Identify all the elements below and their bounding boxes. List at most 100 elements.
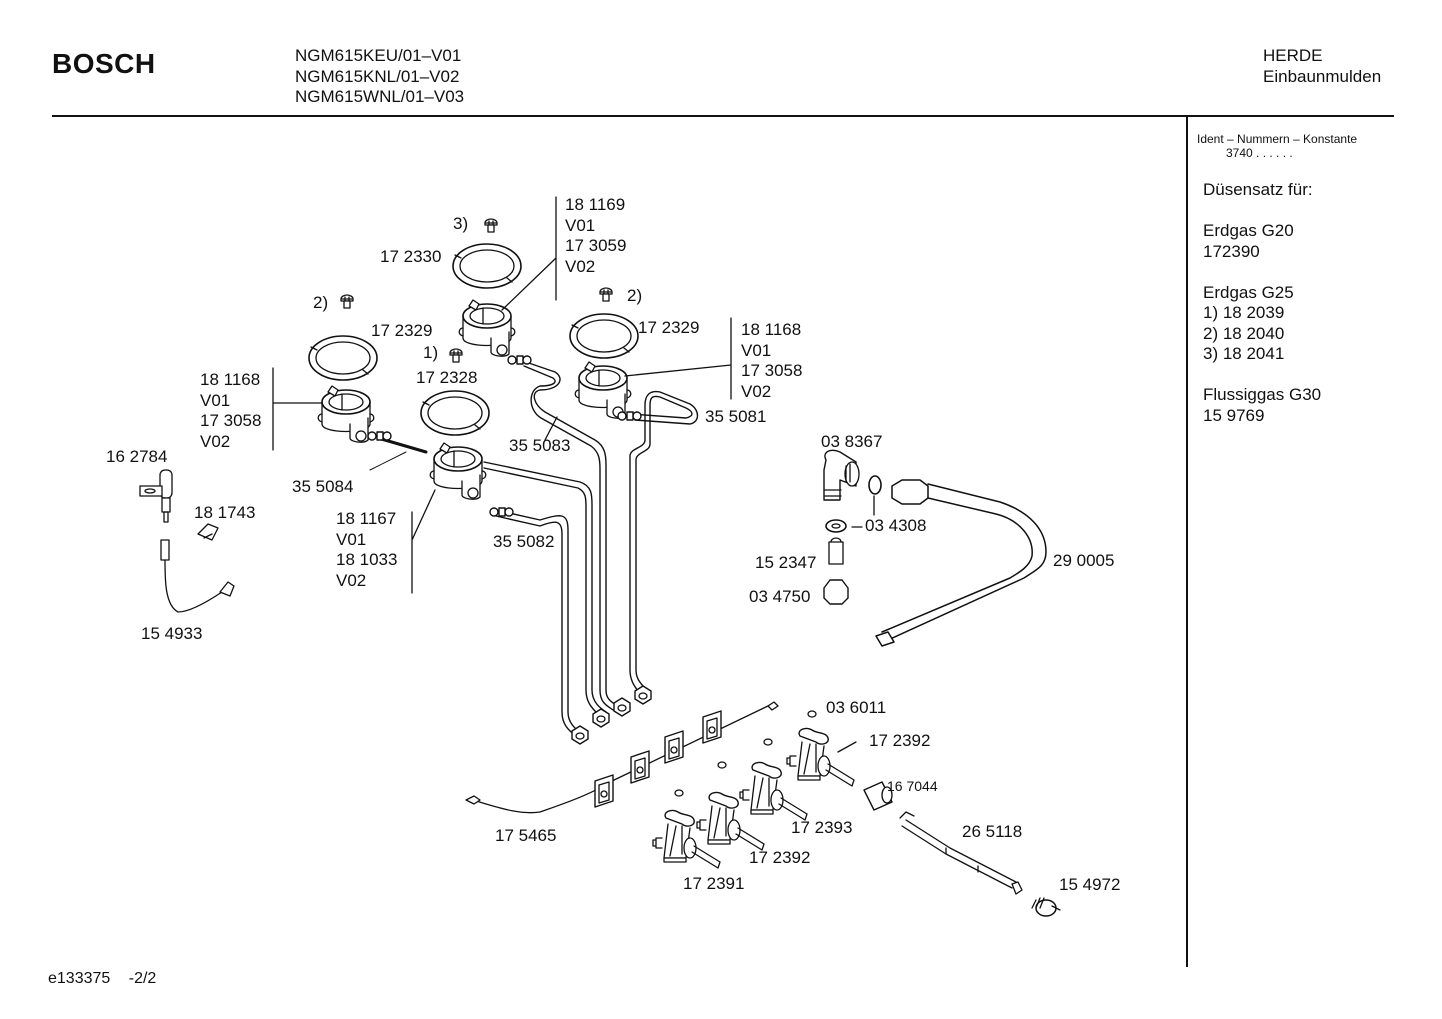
part-number: 17 2329	[371, 321, 433, 340]
part-number: 03 4308	[865, 516, 927, 535]
part-number: 18 1168	[741, 320, 802, 339]
gas-group-line: 2) 18 2040	[1203, 323, 1285, 343]
part-number: 17 2391	[683, 874, 745, 893]
part-number-group: 18 1167 V01 18 1033 V02	[336, 509, 397, 591]
washer-small-icon	[808, 711, 816, 717]
part-variant: V02	[565, 256, 596, 276]
switch-rod-icon	[900, 812, 1022, 894]
burner-body-right	[574, 361, 632, 419]
part-number: 18 1743	[194, 503, 256, 522]
bracket-icon	[664, 730, 684, 764]
part-number: 17 2392	[869, 731, 931, 750]
part-number: 35 5081	[705, 407, 767, 426]
nozzle-screw-1-icon	[449, 348, 463, 363]
part-number: 16 7044	[887, 778, 938, 794]
part-number: 17 3058	[200, 411, 262, 430]
ident-title: Ident – Nummern – Konstante	[1197, 132, 1358, 146]
part-number: 17 3058	[741, 361, 803, 380]
part-number: 35 5084	[292, 477, 354, 496]
gas-group-g30: Flussiggas G30 15 9769	[1203, 385, 1321, 426]
gas-group-g25: Erdgas G25 1) 18 2039 2) 18 2040 3) 18 2…	[1203, 283, 1321, 365]
part-number: 03 4750	[749, 587, 811, 606]
washer-small-icon	[718, 762, 726, 768]
bracket-icon	[702, 710, 722, 744]
part-number: 26 5118	[962, 822, 1023, 841]
model-number: NGM615KEU/01–V01	[295, 46, 462, 65]
ignition-electrode-icon	[140, 470, 172, 522]
ignition-cable-icon	[161, 540, 234, 612]
part-ref-1: 1)	[423, 343, 439, 362]
pipe-nut-icon	[571, 725, 589, 745]
part-number: 17 2328	[416, 368, 478, 387]
category-line: Einbaunmulden	[1263, 66, 1382, 86]
leader-center-burner	[412, 490, 435, 593]
washer-hole	[832, 524, 840, 528]
wire-terminal-icon	[466, 796, 480, 804]
page-indicator: -2/2	[128, 970, 157, 987]
brand-logo: BOSCH	[52, 48, 156, 79]
burner-body-top	[458, 299, 516, 357]
nozzle-heading: Düsensatz für:	[1203, 180, 1313, 199]
part-variant: V01	[336, 529, 367, 549]
part-ref-3: 3)	[453, 214, 469, 233]
part-number: 15 4972	[1059, 875, 1121, 894]
nozzle-screw-3-icon	[484, 218, 498, 233]
ident-constants: Ident – Nummern – Konstante 3740 . . . .…	[1197, 132, 1357, 160]
elbow-fitting-icon	[824, 450, 859, 500]
part-number-group: 18 1168 V01 17 3058 V02	[200, 370, 261, 452]
sidebar-divider	[1186, 117, 1188, 967]
model-number: NGM615KNL/01–V02	[295, 66, 460, 86]
burner-ring-center	[420, 390, 490, 436]
gas-group-line: 172390	[1203, 241, 1260, 261]
part-number: 03 8367	[821, 432, 883, 451]
part-number: 17 2393	[791, 818, 853, 837]
pipe-nut-icon	[613, 697, 631, 717]
bracket-icon	[630, 750, 650, 784]
part-number: 18 1167	[336, 509, 397, 528]
burner-ring-top	[452, 243, 522, 289]
bracket-icon	[594, 774, 614, 808]
part-number: 15 4933	[141, 624, 203, 643]
wire-terminal-icon	[768, 702, 778, 710]
ident-value: 3740 . . . . . .	[1226, 146, 1293, 160]
burner-ring-right	[569, 313, 639, 359]
gas-group-line: 15 9769	[1203, 405, 1265, 425]
leader-top-burner	[502, 197, 556, 310]
part-number: 35 5082	[493, 532, 555, 551]
leader-pipe-355083	[545, 417, 557, 440]
ignition-switch-icon	[1032, 898, 1060, 916]
part-variant: V01	[565, 215, 596, 235]
part-number: 18 1033	[336, 550, 398, 569]
part-variant: V02	[741, 381, 772, 401]
part-variant: V02	[200, 431, 231, 451]
washer-small-icon	[675, 790, 683, 796]
part-number: 17 3059	[565, 236, 627, 255]
supply-pipes	[367, 355, 698, 736]
category-line: HERDE	[1263, 46, 1323, 65]
burner-ring-left	[308, 335, 378, 381]
part-number: 17 2392	[749, 848, 811, 867]
gas-group-g20: Erdgas G20 172390	[1203, 221, 1321, 262]
part-variant: V01	[741, 340, 772, 360]
gas-valve-icon	[739, 761, 808, 821]
part-number: 35 5083	[509, 436, 571, 455]
model-list: NGM615KEU/01–V01 NGM615KNL/01–V02 NGM615…	[295, 46, 464, 108]
leader-left-burner	[273, 368, 322, 450]
part-number: 17 5465	[495, 826, 557, 845]
nozzle-screw-2-right-icon	[599, 287, 613, 302]
pipe-nut-icon	[592, 708, 610, 728]
product-category: HERDE Einbaunmulden	[1263, 46, 1381, 87]
part-number-group: 18 1169 V01 17 3059 V02	[565, 195, 626, 277]
model-number: NGM615WNL/01–V03	[295, 87, 465, 106]
part-number-group: 18 1168 V01 17 3058 V02	[741, 320, 802, 402]
part-number: 18 1168	[200, 370, 261, 389]
part-number: 17 2330	[380, 247, 442, 266]
clip-icon	[198, 524, 218, 540]
washer-icon	[826, 520, 846, 532]
part-variant: V02	[336, 570, 367, 590]
part-number: 16 2784	[106, 447, 168, 466]
leader-seal	[852, 496, 874, 527]
nozzle-icon	[829, 538, 843, 564]
part-ref-2: 2)	[627, 286, 643, 305]
gas-group-line: 3) 18 2041	[1203, 344, 1285, 363]
